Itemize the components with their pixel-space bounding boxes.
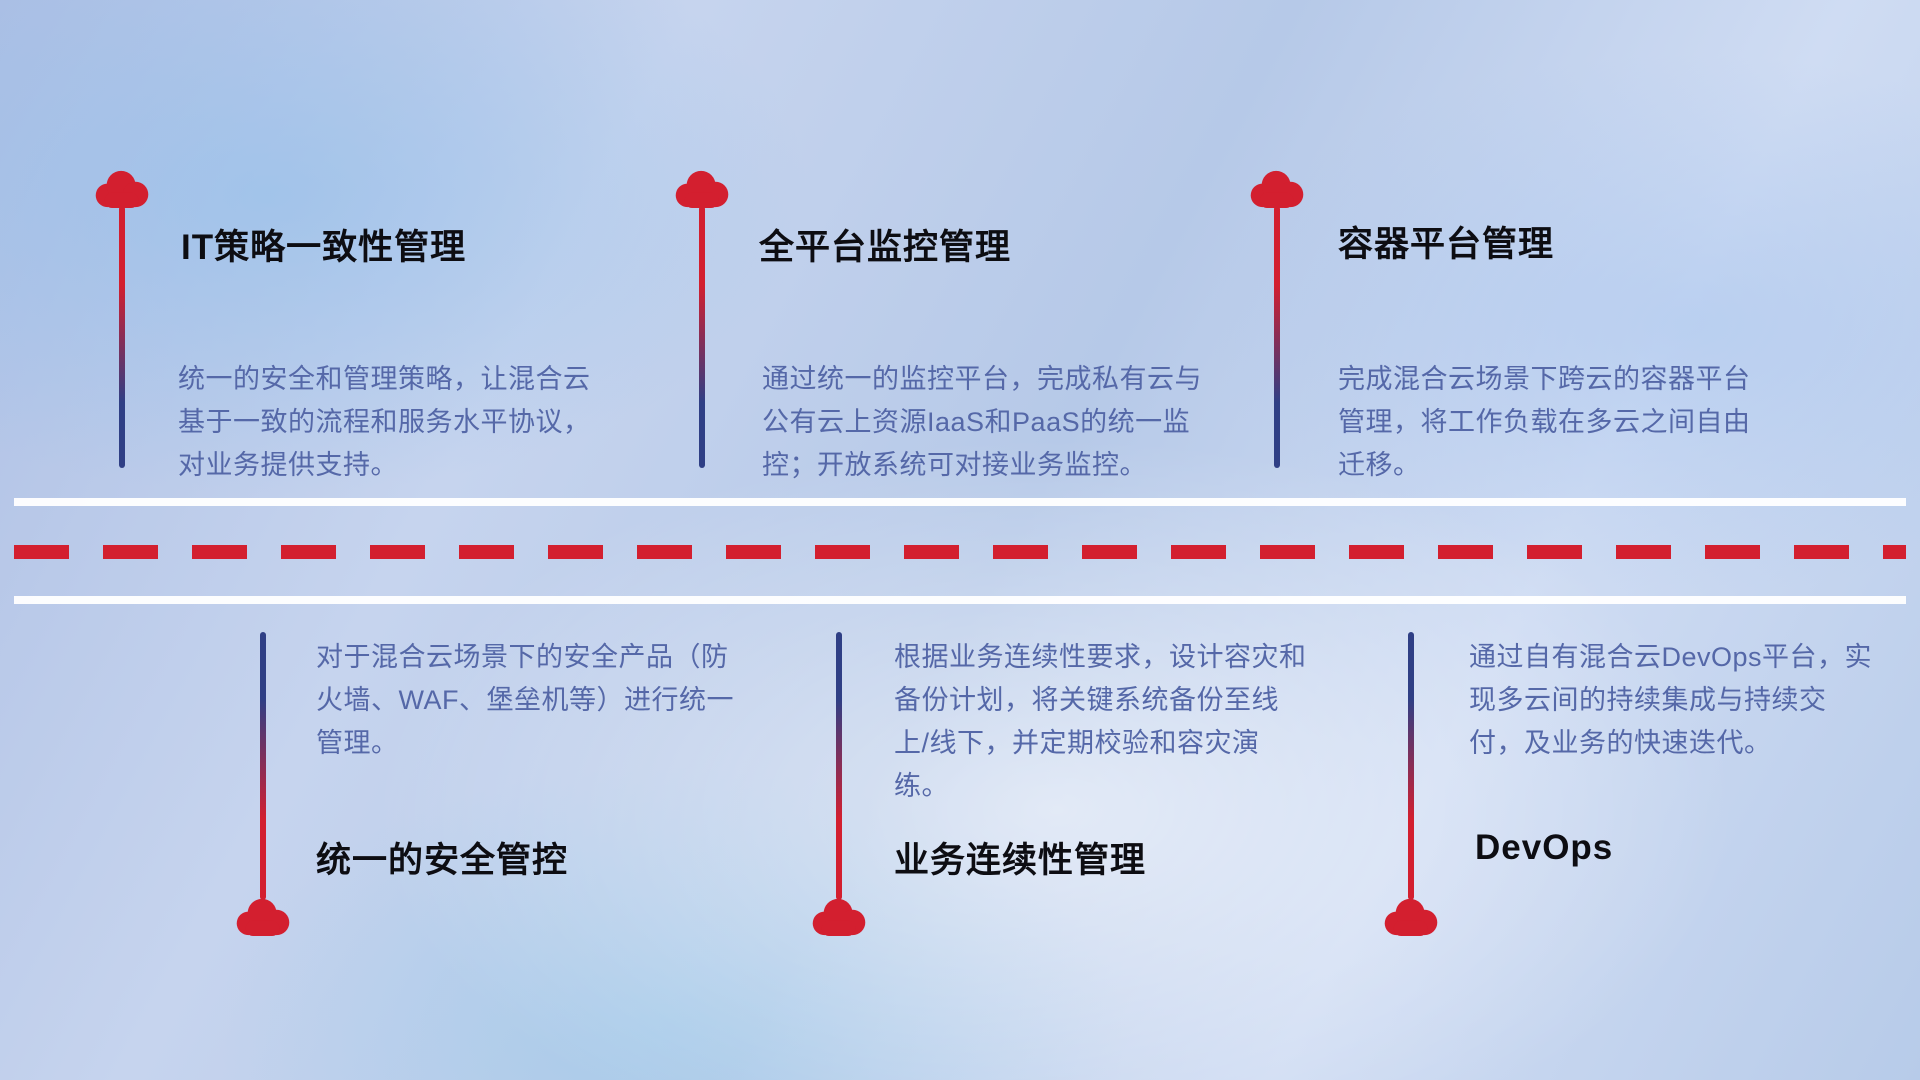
cloud-icon (1382, 897, 1440, 937)
item-title: DevOps (1475, 828, 1614, 867)
cloud-icon (810, 897, 868, 937)
item-title: 全平台监控管理 (759, 228, 1012, 267)
item-title: IT策略一致性管理 (181, 228, 467, 267)
road-line-top (14, 498, 1906, 506)
item-title: 统一的安全管控 (316, 841, 569, 880)
item-description: 通过统一的监控平台，完成私有云与公有云上资源IaaS和PaaS的统一监控；开放系… (762, 364, 1202, 480)
cloud-icon (93, 169, 151, 209)
cloud-icon (673, 169, 731, 209)
connector-line (1408, 632, 1414, 900)
item-description: 对于混合云场景下的安全产品（防火墙、WAF、堡垒机等）进行统一管理。 (316, 642, 734, 758)
connector-line (260, 632, 266, 900)
road-dashed-centerline (14, 545, 1906, 559)
item-description: 通过自有混合云DevOps平台，实现多云间的持续集成与持续交付，及业务的快速迭代… (1469, 642, 1873, 758)
item-title: 容器平台管理 (1338, 225, 1555, 264)
item-description: 完成混合云场景下跨云的容器平台管理，将工作负载在多云之间自由迁移。 (1338, 364, 1751, 480)
item-description: 根据业务连续性要求，设计容灾和备份计划，将关键系统备份至线上/线下，并定期校验和… (894, 642, 1307, 801)
connector-line (699, 206, 705, 468)
connector-line (119, 206, 125, 468)
connector-line (1274, 206, 1280, 468)
item-description: 统一的安全和管理策略，让混合云基于一致的流程和服务水平协议，对业务提供支持。 (178, 364, 591, 480)
item-title: 业务连续性管理 (894, 841, 1147, 880)
cloud-icon (234, 897, 292, 937)
cloud-icon (1248, 169, 1306, 209)
road-line-bottom (14, 596, 1906, 604)
connector-line (836, 632, 842, 900)
